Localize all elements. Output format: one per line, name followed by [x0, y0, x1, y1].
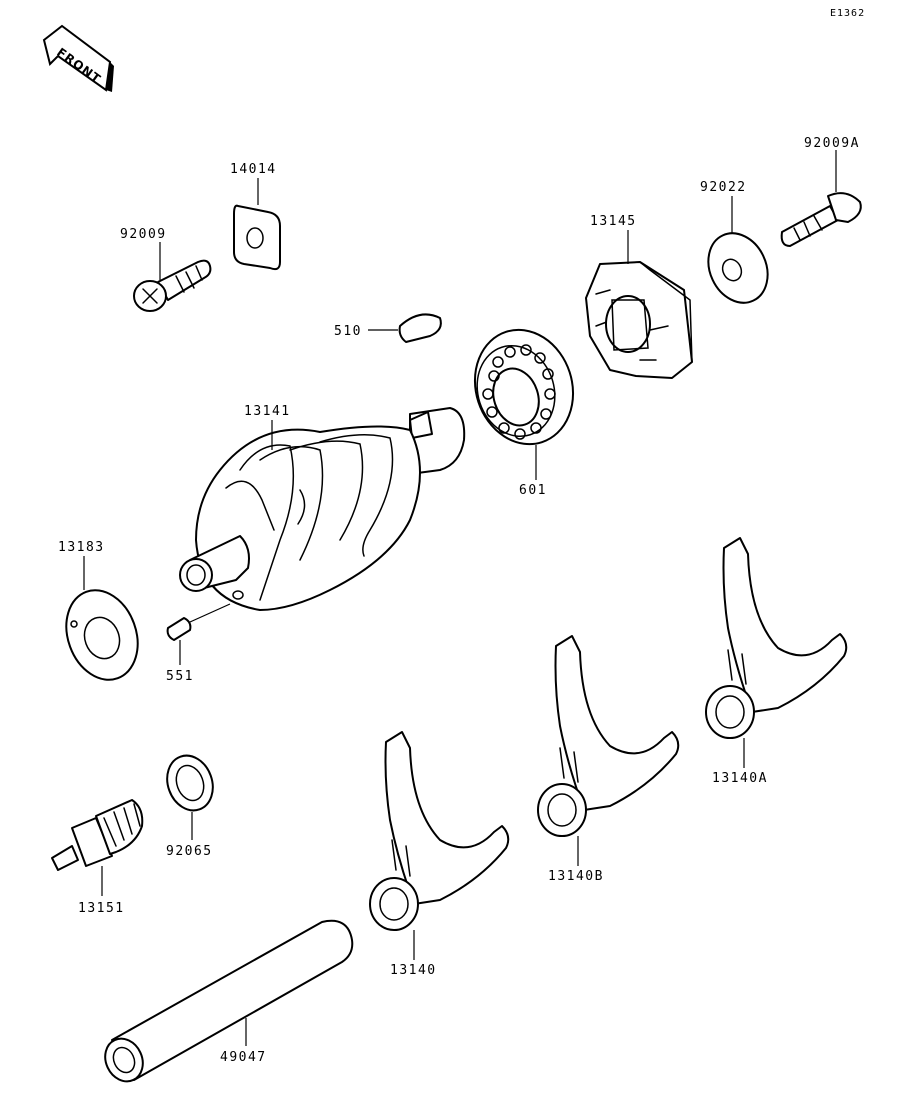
label-13183: 13183 [58, 540, 105, 555]
label-92009: 92009 [120, 227, 167, 242]
part-13141-shift-drum [179, 407, 466, 611]
label-601: 601 [519, 483, 547, 498]
label-13145: 13145 [590, 214, 637, 229]
part-92065-washer [166, 754, 214, 812]
part-13140A-fork [705, 537, 848, 739]
part-13140-fork [369, 731, 510, 931]
label-13140A: 13140A [712, 771, 768, 786]
label-510: 510 [334, 324, 362, 339]
part-13183-washer-plate [65, 589, 139, 681]
part-13145-cam-plate [585, 261, 693, 379]
label-13140B: 13140B [548, 869, 604, 884]
label-92009A: 92009A [804, 136, 860, 151]
part-92022-washer [707, 232, 769, 304]
part-551-pin [166, 603, 231, 641]
part-601-bearing [473, 328, 575, 446]
part-92009-bolt [133, 259, 212, 312]
label-13140: 13140 [390, 963, 437, 978]
front-arrow-icon: FRONT [42, 24, 114, 92]
part-13151-sensor [51, 799, 144, 871]
label-551: 551 [166, 669, 194, 684]
part-92009A-bolt [780, 192, 862, 247]
label-13141: 13141 [244, 404, 291, 419]
label-92065: 92065 [166, 844, 213, 859]
part-13140B-fork [537, 635, 680, 837]
part-510-key [398, 313, 442, 343]
diagram-code: E1362 [830, 8, 865, 19]
label-49047: 49047 [220, 1050, 267, 1065]
part-14014-plate [233, 204, 281, 271]
label-14014: 14014 [230, 162, 277, 177]
label-92022: 92022 [700, 180, 747, 195]
part-49047-shaft [104, 919, 354, 1083]
label-13151: 13151 [78, 901, 125, 916]
